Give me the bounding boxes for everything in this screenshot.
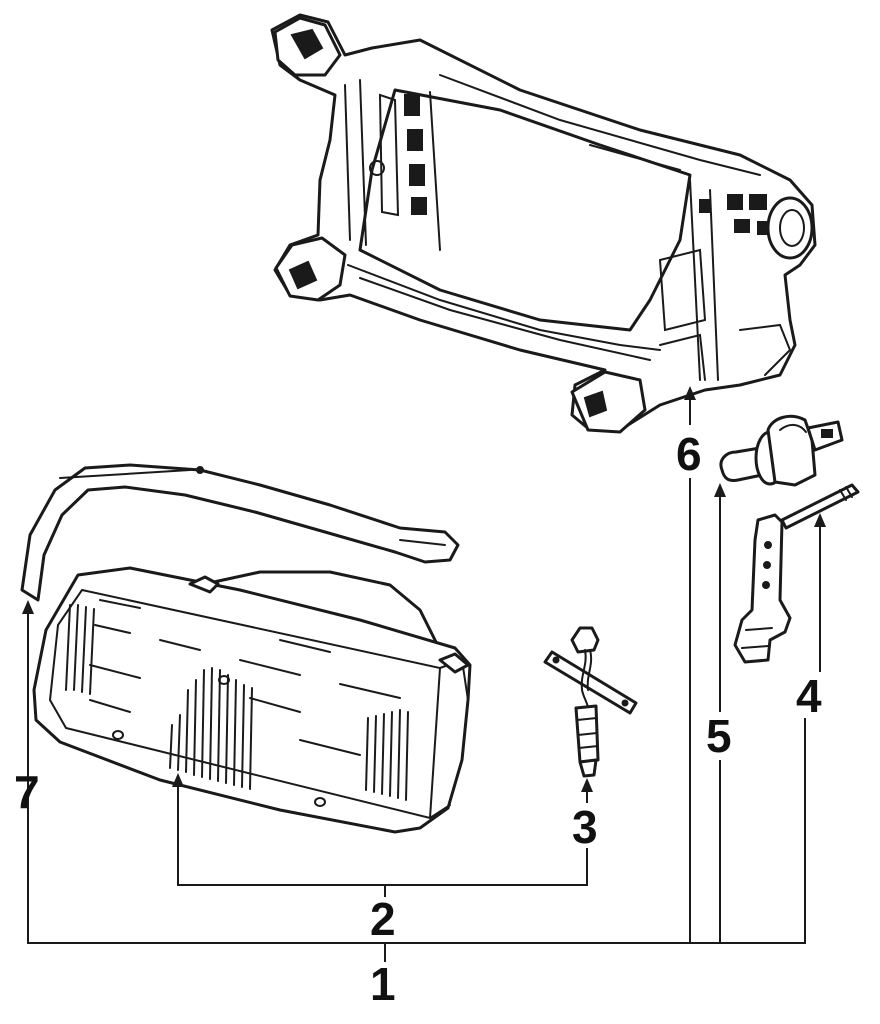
bulb-socket-bracket [543, 626, 638, 778]
radiator-support-panel [270, 13, 817, 434]
callout-1: 1 [370, 958, 396, 1010]
headlamp-bulb [719, 414, 844, 487]
callout-7: 7 [14, 766, 40, 818]
callout-4: 4 [796, 670, 822, 722]
headlamp-adjuster [733, 483, 860, 664]
callout-6: 6 [676, 428, 702, 480]
callout-3: 3 [572, 801, 598, 853]
leader-lines [22, 386, 826, 962]
callout-5: 5 [706, 710, 732, 762]
headlamp-trim-strip [20, 463, 460, 602]
headlamp-assembly [32, 566, 472, 834]
callout-2: 2 [370, 893, 396, 945]
